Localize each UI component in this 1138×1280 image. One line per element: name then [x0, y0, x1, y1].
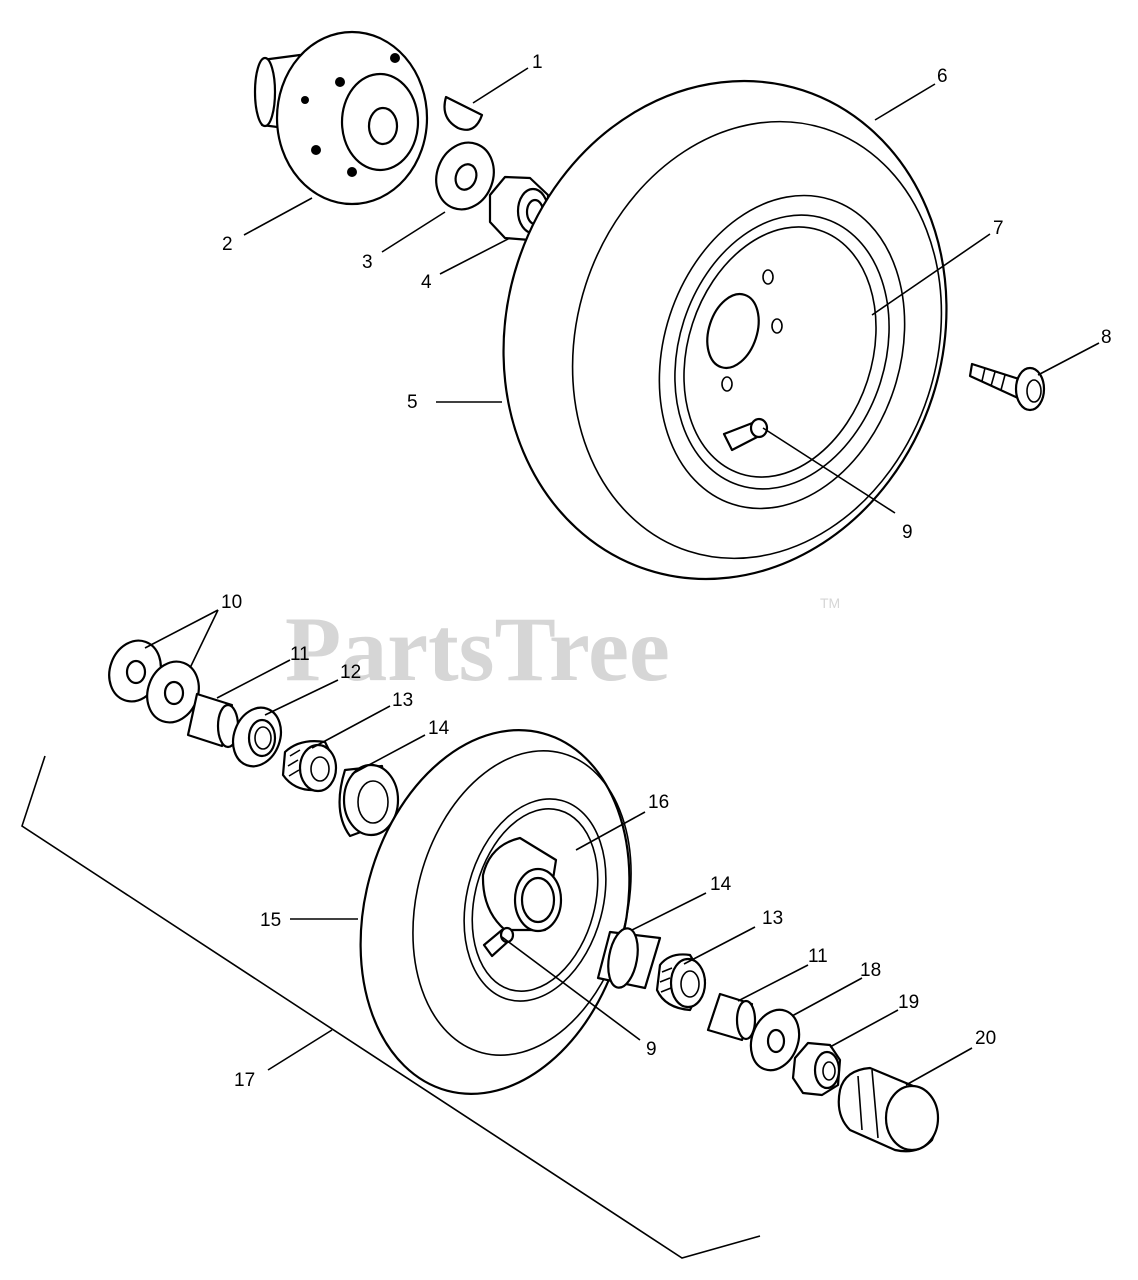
- callout-5: 5: [407, 392, 418, 413]
- bearing-lower-part: [655, 953, 707, 1012]
- callout-8: 8: [1101, 327, 1112, 348]
- callout-14-upper: 14: [428, 718, 450, 739]
- callout-labels: 1 2 3 4 5 6 7 8 9 10 11 12 13 14 15 16 1…: [221, 52, 1112, 1091]
- callout-17: 17: [234, 1070, 255, 1091]
- callout-20: 20: [975, 1028, 996, 1049]
- callout-19: 19: [898, 992, 919, 1013]
- callout-13-upper: 13: [392, 690, 413, 711]
- callout-9-upper: 9: [902, 522, 913, 543]
- callout-4: 4: [421, 272, 432, 293]
- hub-part: [253, 30, 429, 206]
- callout-6: 6: [937, 66, 948, 87]
- callout-11-upper: 11: [290, 644, 310, 665]
- callout-13-lower: 13: [762, 908, 783, 929]
- callout-2: 2: [222, 234, 233, 255]
- washers-10-part: [108, 639, 200, 724]
- bushing-lower-part: [706, 992, 757, 1042]
- washer-lower-part: [749, 1008, 801, 1072]
- washer-part: [435, 141, 495, 211]
- callout-15: 15: [260, 910, 281, 931]
- callout-7: 7: [993, 218, 1004, 239]
- watermark-trademark: TM: [820, 595, 840, 611]
- valve-part: [968, 362, 1046, 412]
- key-part: [443, 95, 484, 131]
- small-wheel-part: [359, 729, 632, 1095]
- nut-lower-part: [791, 1041, 842, 1097]
- spacer-upper-part: [338, 763, 400, 838]
- callout-10: 10: [221, 592, 242, 613]
- callout-9-lower: 9: [646, 1039, 657, 1060]
- bearing-upper-part: [281, 740, 338, 793]
- callout-12: 12: [340, 662, 361, 683]
- cap-part: [837, 1066, 940, 1153]
- callout-18: 18: [860, 960, 881, 981]
- bushing-part: [186, 692, 240, 749]
- callout-14-lower: 14: [710, 874, 732, 895]
- callout-3: 3: [362, 252, 373, 273]
- leader-lines: [144, 67, 1100, 1086]
- seal-part: [231, 706, 283, 768]
- callout-11-lower: 11: [808, 946, 828, 967]
- spacer-lower-part: [596, 927, 662, 990]
- large-wheel-part: [502, 79, 948, 581]
- watermark-text: PartsTree: [285, 598, 670, 700]
- callout-1: 1: [532, 52, 543, 73]
- callout-16: 16: [648, 792, 669, 813]
- bracket-outline: [21, 755, 761, 1259]
